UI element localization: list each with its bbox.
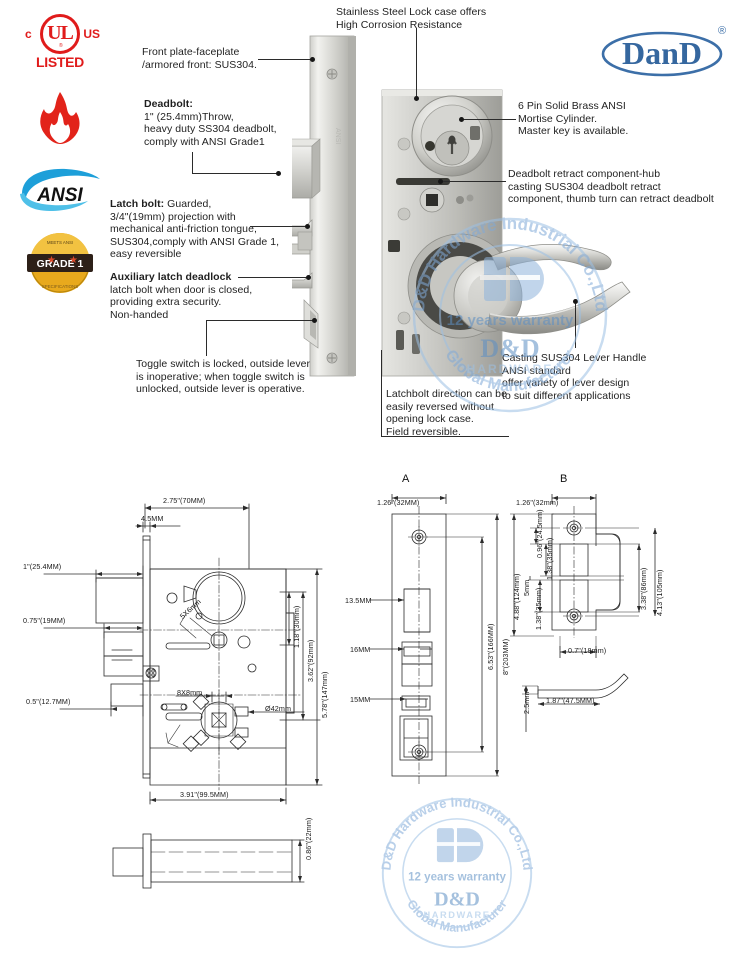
leader-dot-latch-bolt	[305, 224, 310, 229]
certification-badges: c UL ® US LISTED ANSI GRADE 1 ★ ★ MEET	[14, 14, 110, 312]
dim-cyl-to-hub: 1.18"(30mm)	[292, 605, 301, 648]
leader-deadbolt-h	[192, 173, 278, 174]
dim-b-gap: 5mm	[522, 579, 531, 596]
leader-front-plate	[258, 59, 312, 60]
dim-a-slot1: 13.5MM	[345, 596, 372, 605]
view-label-b: B	[560, 473, 568, 485]
leader-auxiliary-latch	[238, 277, 310, 278]
dim-b-lip-width: 0.7"(18mm)	[568, 646, 607, 655]
dim-top-overall: 2.75"(70MM)	[163, 496, 206, 505]
dim-b-overall-height: 4.88"(124mm)	[512, 573, 521, 621]
ul-letters: UL	[47, 22, 74, 44]
dim-case-depth: 0.86"(22mm)	[304, 817, 313, 860]
svg-text:ANSI: ANSI	[334, 128, 341, 144]
dim-b-width: 1.26"(32mm)	[516, 498, 559, 507]
strike-plate-b-drawing	[510, 494, 657, 732]
leader-dot-deadbolt-retract	[438, 179, 443, 184]
svg-text:GRADE 1: GRADE 1	[37, 258, 84, 270]
leader-latch-bolt	[250, 226, 308, 227]
ansi-badge: ANSI	[14, 164, 106, 214]
annotation-front-plate: Front plate-faceplate /armored front: SU…	[142, 46, 257, 71]
dim-b-hole-span: 4.13"(105mm)	[655, 569, 664, 617]
fire-rated-badge	[14, 90, 106, 146]
brand-name-text: DanD	[622, 35, 702, 71]
annotation-lever-handle: Casting SUS304 Lever Handle ANSI standar…	[502, 352, 647, 402]
annotation-mortise-cylinder: 6 Pin Solid Brass ANSI Mortise Cylinder.…	[518, 100, 629, 138]
dand-logo-icon: DanD ®	[601, 25, 726, 77]
flame-icon	[40, 92, 80, 144]
technical-drawings: 2.75"(70MM) 4.5MM 1"(25.4MM) 0.75"(19MM)…	[0, 470, 750, 917]
leader-deadbolt-v	[192, 152, 193, 174]
annotation-toggle-switch: Toggle switch is locked, outside lever i…	[136, 358, 311, 396]
dim-a-inner-height: 6.53"(166MM)	[486, 623, 495, 671]
svg-text:★: ★	[69, 255, 78, 266]
leader-dot-lever-handle	[573, 299, 578, 304]
annotation-deadbolt-retract: Deadbolt retract component-hub casting S…	[508, 168, 714, 206]
leader-lock-case	[416, 28, 417, 98]
dim-b-slot1: 1.38"(35mm)	[545, 537, 554, 580]
ul-listed-badge: c UL ® US LISTED	[14, 14, 106, 72]
svg-text:MEETS ANSI: MEETS ANSI	[47, 240, 73, 245]
ansi-swoosh-icon: ANSI	[20, 168, 100, 211]
annotation-deadbolt: Deadbolt: 1" (25.4mm)Throw, heavy duty S…	[144, 98, 277, 148]
leader-dot-deadbolt	[276, 171, 281, 176]
leader-latchbolt-dir-v	[381, 350, 382, 436]
leader-mortise-cylinder	[462, 119, 516, 120]
dim-a-slot3: 15MM	[350, 695, 371, 704]
leader-dot-auxiliary-latch	[306, 275, 311, 280]
leader-dot-lock-case	[414, 96, 419, 101]
dim-center: 3.62"(92mm)	[306, 639, 315, 682]
dim-b-lip-height: 3.38"(86mm)	[639, 567, 648, 610]
deadbolt-retract-hub-part	[419, 187, 474, 213]
dim-a-width: 1.26"(32MM)	[377, 498, 420, 507]
ul-listed-caption: LISTED	[36, 54, 84, 70]
registered-mark-text: ®	[718, 25, 726, 37]
dim-aux-projection: 0.5"(12.7MM)	[26, 697, 71, 706]
strike-plate-a-drawing	[370, 494, 499, 784]
annotation-auxiliary-latch: Auxiliary latch deadlock latch bolt when…	[110, 271, 253, 321]
ansi-grade1-badge: GRADE 1 ★ ★ MEETS ANSI SPECIFICATIONS	[14, 232, 106, 294]
ul-registered-mark: ®	[59, 43, 63, 49]
leader-latchbolt-dir-h	[381, 436, 509, 437]
dim-b-lip-thickness: 2.5mm	[522, 691, 531, 714]
dim-b-slot2: 1.38"(35mm)	[534, 587, 543, 630]
leader-deadbolt-retract	[442, 181, 506, 182]
svg-text:SPECIFICATIONS: SPECIFICATIONS	[42, 284, 78, 289]
dim-b-to-first-slot: 0.96"(24.5mm)	[535, 509, 544, 558]
leader-dot-toggle	[312, 318, 317, 323]
dim-faceplate-thickness: 4.5MM	[141, 514, 164, 523]
dim-overall-height: 5.78"(147mm)	[320, 671, 329, 719]
dim-deadbolt-throw: 1"(25.4MM)	[23, 562, 62, 571]
dim-latch-projection: 0.75"(19MM)	[23, 616, 66, 625]
svg-text:★: ★	[47, 255, 56, 266]
mortise-cylinder-part	[411, 95, 493, 177]
leader-dot-front-plate	[310, 57, 315, 62]
leader-toggle-h	[206, 320, 315, 321]
brand-logo: DanD ®	[594, 22, 734, 78]
dim-hub-dia: Ø42mm	[265, 704, 292, 713]
leader-lever-handle	[575, 302, 576, 348]
dim-a-slot2: 16MM	[350, 645, 371, 654]
leader-toggle-v	[206, 320, 207, 356]
dim-bottom-overall: 3.91"(99.5MM)	[180, 790, 229, 799]
dim-b-lip-length: 1.87"(47.5MM)	[546, 696, 595, 705]
grade1-seal-icon: GRADE 1 ★ ★ MEETS ANSI SPECIFICATIONS	[27, 233, 93, 293]
annotation-latch-bolt: Latch bolt: Guarded, 3/4"(19mm) projecti…	[110, 198, 280, 261]
leader-dot-mortise-cylinder	[459, 117, 464, 122]
mortise-lock-body-drawing	[43, 503, 323, 889]
ul-c-mark: c	[25, 27, 32, 41]
view-label-a: A	[402, 473, 410, 485]
svg-text:ANSI: ANSI	[36, 185, 83, 206]
ul-circle-icon: UL ®	[40, 14, 80, 54]
ul-us-mark: US	[83, 27, 100, 41]
annotation-lock-case: Stainless Steel Lock case offers High Co…	[336, 6, 487, 31]
dim-spindle-main: 8X8mm	[177, 688, 203, 697]
